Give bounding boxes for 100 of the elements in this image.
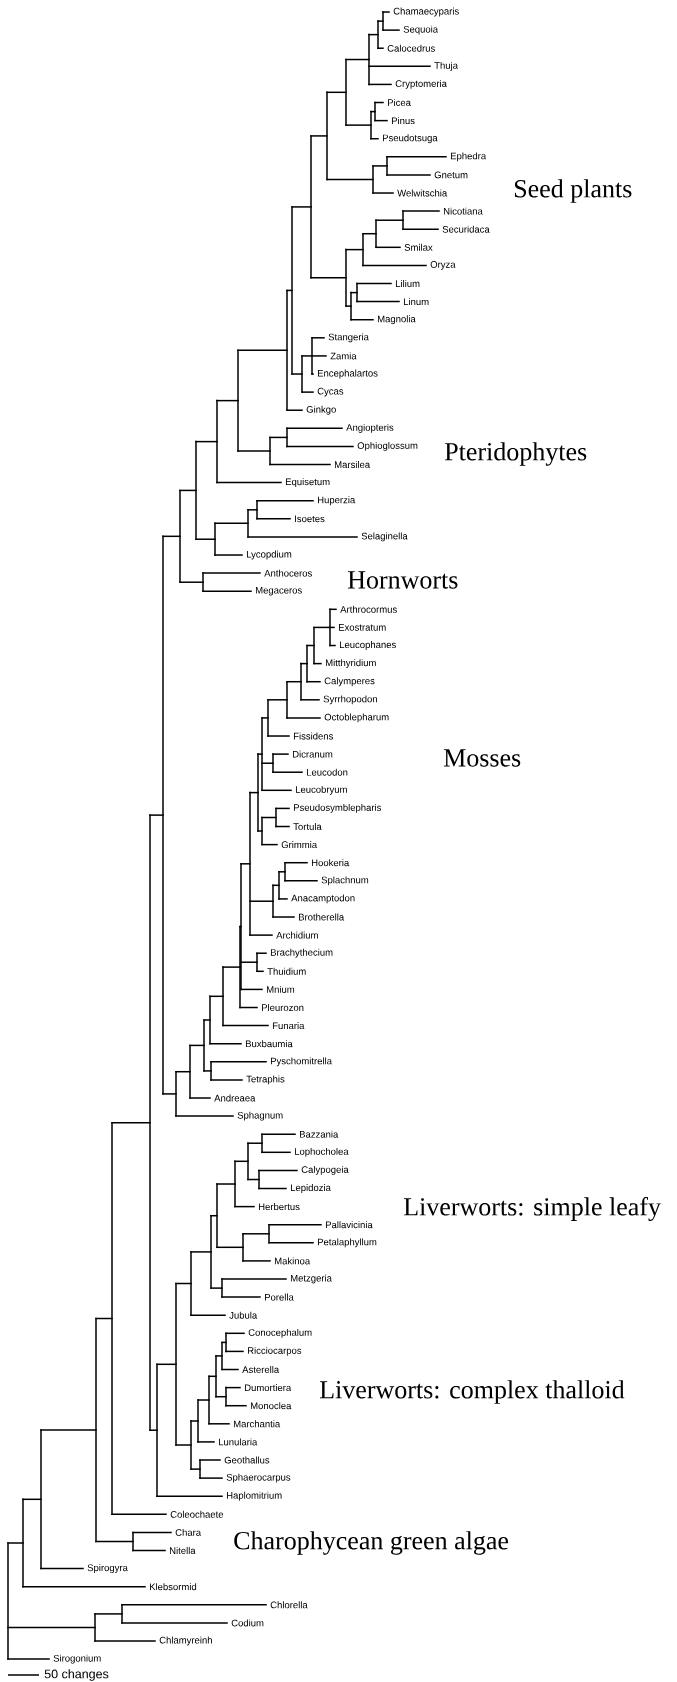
taxon-label: Monoclea bbox=[251, 1402, 292, 1410]
taxon-label: Nicotiana bbox=[444, 207, 483, 215]
taxon-label: Asterella bbox=[242, 1366, 280, 1373]
clade-label: Liverworts: simple leafy bbox=[403, 1197, 661, 1221]
taxon-label: Linum bbox=[404, 298, 429, 306]
taxon-label: Klebsormid bbox=[150, 1583, 197, 1591]
taxon-label: Geothallus bbox=[224, 1456, 270, 1464]
taxon-label: Oryza bbox=[430, 261, 456, 270]
taxon-label: Hookeria bbox=[312, 859, 350, 867]
taxon-label: Gnetum bbox=[434, 171, 468, 179]
taxon-label: Lophocholea bbox=[295, 1147, 349, 1157]
taxon-label: Angiopteris bbox=[346, 423, 394, 433]
taxon-label: Lunularia bbox=[219, 1438, 258, 1446]
clade-label: Mosses bbox=[443, 749, 521, 767]
taxon-label: Thuidium bbox=[267, 967, 306, 975]
taxon-label: Lycopdium bbox=[247, 550, 292, 560]
taxon-label: Brotherella bbox=[299, 913, 345, 921]
taxon-label: Archidium bbox=[276, 931, 318, 939]
taxon-label: Chlamyreinh bbox=[159, 1636, 212, 1646]
taxon-label: Metzgeria bbox=[291, 1274, 332, 1284]
taxon-label: Equisetum bbox=[286, 478, 330, 488]
taxon-label: Pinus bbox=[392, 117, 415, 125]
taxon-label: Jubula bbox=[229, 1311, 258, 1319]
taxon-label: Porella bbox=[265, 1293, 294, 1301]
taxon-label: Pallavicinia bbox=[326, 1221, 373, 1229]
taxon-label: Fissidens bbox=[294, 732, 333, 740]
taxon-label: Sirogonium bbox=[53, 1654, 101, 1664]
clade-label: Liverworts: complex thalloid bbox=[319, 1380, 625, 1404]
taxon-label: Stangeria bbox=[328, 333, 369, 343]
taxon-label: Ricciocarpos bbox=[248, 1347, 302, 1356]
taxon-label: Encephalartos bbox=[318, 369, 378, 379]
taxon-label: Octoblepharum bbox=[324, 713, 389, 723]
taxon-label: Welwitschia bbox=[397, 189, 448, 197]
taxon-label: Marsilea bbox=[335, 461, 371, 468]
taxon-label: Dicranum bbox=[293, 750, 333, 758]
taxon-label: Ephedra bbox=[451, 152, 487, 162]
taxon-label: Exostratum bbox=[339, 624, 386, 631]
taxon-label: Chlorella bbox=[270, 1601, 308, 1609]
taxon-label: Bazzania bbox=[300, 1130, 339, 1138]
taxon-label: Securidaca bbox=[442, 225, 490, 233]
taxon-label: Funaria bbox=[273, 1022, 305, 1030]
clade-label: Charophycean green algae bbox=[234, 1531, 509, 1555]
taxon-label: Pseudotsuga bbox=[383, 134, 438, 144]
taxon-label: Chamaecyparis bbox=[393, 7, 459, 17]
taxon-label: Sphagnum bbox=[237, 1111, 283, 1121]
taxon-label: Spirogyra bbox=[87, 1564, 128, 1574]
taxon-label: Leucobryum bbox=[296, 785, 347, 795]
taxon-label: Dumortiera bbox=[245, 1384, 292, 1392]
taxon-label: Thuja bbox=[434, 61, 458, 71]
taxon-label: Arthrocormus bbox=[340, 605, 397, 613]
taxon-label: Cryptomeria bbox=[395, 80, 447, 89]
taxon-label: Buxbaumia bbox=[246, 1040, 293, 1048]
taxon-label: Ginkgo bbox=[306, 405, 336, 415]
taxon-label: Leucodon bbox=[307, 768, 348, 776]
taxon-label: Nitella bbox=[170, 1547, 196, 1554]
taxon-label: Selaginella bbox=[361, 532, 408, 542]
taxon-label: Isoetes bbox=[295, 515, 325, 523]
taxon-label: Calypogeia bbox=[301, 1166, 349, 1175]
taxon-label: Anacamptodon bbox=[291, 894, 355, 904]
taxon-label: Sequoia bbox=[403, 25, 439, 35]
clade-label: Seed plants bbox=[514, 179, 632, 203]
scale-bar: 50 changes bbox=[7, 1669, 109, 1681]
taxon-label: Leucophanes bbox=[340, 641, 396, 650]
taxon-label: Magnolia bbox=[378, 315, 416, 325]
taxon-label: Petalaphyllum bbox=[318, 1238, 377, 1248]
clade-label: Pteridophytes bbox=[444, 442, 587, 466]
taxon-label: Tetraphis bbox=[246, 1075, 285, 1085]
taxon-label: Splachnum bbox=[321, 876, 369, 886]
taxon-label: Calocedrus bbox=[387, 44, 435, 52]
taxon-label: Pleurozon bbox=[262, 1004, 304, 1011]
taxon-label: Tortula bbox=[293, 823, 322, 830]
taxon-label: Syrrhopodon bbox=[323, 695, 377, 705]
taxon-label: Calymperes bbox=[324, 677, 375, 687]
taxon-label: Marchantia bbox=[234, 1420, 281, 1428]
taxon-label: Lilium bbox=[396, 280, 420, 287]
taxon-label: Lepidozia bbox=[291, 1184, 331, 1193]
taxon-label: Megaceros bbox=[256, 586, 302, 596]
taxon-label: Mitthyridium bbox=[326, 659, 376, 669]
taxon-label: Codium bbox=[231, 1619, 264, 1627]
taxon-label: Brachythecium bbox=[271, 948, 333, 958]
taxon-label: Makinoa bbox=[275, 1257, 311, 1265]
taxon-label: Smilax bbox=[404, 243, 433, 251]
taxon-label: Anthoceros bbox=[264, 569, 312, 577]
taxon-label: Conocephalum bbox=[248, 1328, 312, 1338]
taxon-label: Huperzia bbox=[318, 496, 356, 506]
taxon-label: Pseudosymblepharis bbox=[294, 804, 381, 813]
taxon-label: Zamia bbox=[330, 352, 357, 360]
taxon-label: Haplomitrium bbox=[227, 1491, 282, 1501]
taxon-label: Grimmia bbox=[281, 841, 318, 849]
taxon-label: Herbertus bbox=[259, 1203, 300, 1211]
taxon-label: Coleochaete bbox=[170, 1510, 224, 1518]
taxon-label: Ophioglossum bbox=[357, 442, 418, 451]
clade-label: Hornworts bbox=[347, 571, 458, 589]
taxon-label: Chara bbox=[175, 1528, 202, 1536]
taxon-label: Cycas bbox=[317, 387, 344, 397]
taxon-label: Pyschomitrella bbox=[271, 1057, 332, 1067]
taxon-label: Andreaea bbox=[214, 1094, 256, 1102]
taxon-label: Picea bbox=[388, 99, 411, 106]
taxon-label: Mnium bbox=[267, 985, 295, 993]
taxon-label: Sphaerocarpus bbox=[226, 1473, 291, 1483]
